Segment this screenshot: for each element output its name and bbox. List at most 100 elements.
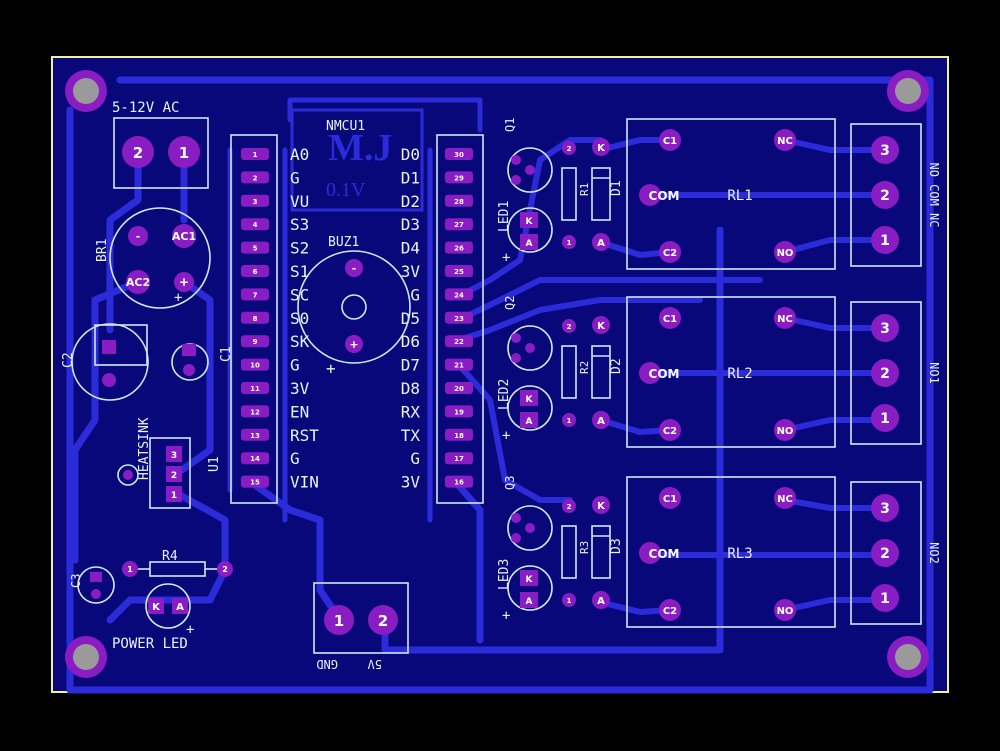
nmcu-pin-label: S1 xyxy=(290,262,309,281)
nmcu-pad xyxy=(241,475,269,488)
terminal-label: NO1 xyxy=(927,362,941,384)
svg-text:+: + xyxy=(349,338,358,351)
svg-text:2: 2 xyxy=(880,546,890,562)
svg-text:K: K xyxy=(526,575,534,585)
nmcu-pad-number: 9 xyxy=(253,338,258,346)
nmcu-pin-label: D5 xyxy=(401,309,420,328)
svg-text:NC: NC xyxy=(777,494,793,505)
nmcu-pin-label: D6 xyxy=(401,332,420,351)
nmcu-pad xyxy=(241,452,269,465)
svg-text:A: A xyxy=(526,597,533,607)
nmcu-pad-number: 6 xyxy=(253,268,258,276)
svg-text:+: + xyxy=(179,275,189,289)
svg-text:0.1V: 0.1V xyxy=(326,179,366,201)
nmcu-pad xyxy=(445,382,473,394)
nmcu-pad xyxy=(241,311,269,324)
svg-text:1: 1 xyxy=(880,233,890,249)
nmcu-pad-number: 13 xyxy=(250,432,260,440)
nmcu-pad xyxy=(445,335,473,348)
nmcu-pad-number: 5 xyxy=(253,245,258,253)
nmcu-pin-label: SK xyxy=(290,332,310,351)
nmcu-pad-number: 4 xyxy=(253,221,258,229)
nmcu-pin-label: G xyxy=(410,449,420,468)
diode-label: D2 xyxy=(609,358,624,374)
svg-text:3: 3 xyxy=(880,321,890,337)
resistor-label: R1 xyxy=(578,183,591,196)
svg-text:-: - xyxy=(352,262,357,275)
nmcu-pin-label: EN xyxy=(290,402,309,421)
svg-text:BUZ1: BUZ1 xyxy=(328,235,359,250)
nmcu-pin-label: 3V xyxy=(290,379,310,398)
relay-label: RL2 xyxy=(727,366,752,382)
nmcu-pin-label: G xyxy=(410,285,420,304)
nmcu-pad xyxy=(241,428,269,441)
mounting-holes xyxy=(65,70,929,678)
diode-label: D1 xyxy=(609,180,624,196)
nmcu-pin-label: D1 xyxy=(401,168,420,187)
svg-text:M.J: M.J xyxy=(328,127,392,169)
nmcu-pin-label: D3 xyxy=(401,215,420,234)
svg-text:1: 1 xyxy=(567,597,572,605)
transistor-label: Q1 xyxy=(503,118,517,132)
svg-text:C1: C1 xyxy=(663,136,677,147)
svg-text:K: K xyxy=(597,501,606,512)
svg-text:+: + xyxy=(326,359,336,378)
nmcu-pin-label: A0 xyxy=(290,145,309,164)
svg-text:POWER LED: POWER LED xyxy=(112,636,188,652)
svg-text:HEATSINK: HEATSINK xyxy=(137,417,152,480)
svg-text:A: A xyxy=(597,596,605,607)
nmcu-pad-number: 10 xyxy=(250,362,260,370)
nmcu-pad-number: 25 xyxy=(454,268,464,276)
svg-text:-: - xyxy=(136,230,141,243)
svg-text:+: + xyxy=(502,608,510,624)
nmcu-pad xyxy=(445,428,473,441)
copper-traces xyxy=(66,76,934,694)
svg-text:NC: NC xyxy=(777,314,793,325)
svg-text:C2: C2 xyxy=(663,606,677,617)
svg-text:C2: C2 xyxy=(663,426,677,437)
nmcu-pin-label: D8 xyxy=(401,379,420,398)
nmcu-pad xyxy=(241,358,269,371)
nmcu-pin-label: VU xyxy=(290,192,309,211)
nmcu-pad xyxy=(445,452,473,465)
svg-text:1: 1 xyxy=(880,591,890,607)
regulator-u1: HEATSINK 3 2 1 U1 xyxy=(117,417,222,509)
svg-text:2: 2 xyxy=(880,366,890,382)
nmcu-pad-number: 29 xyxy=(454,174,464,182)
nmcu-pad-number: 1 xyxy=(253,151,258,159)
resistor-label: R2 xyxy=(578,361,591,374)
buzzer: BUZ1 - + + xyxy=(297,235,411,378)
nmcu-pad-number: 28 xyxy=(454,198,464,206)
terminal-label: NO COM NC xyxy=(927,162,941,227)
nmcu-pin-label: D4 xyxy=(401,239,420,258)
transistor-label: Q2 xyxy=(503,296,517,310)
svg-text:2: 2 xyxy=(133,144,143,162)
svg-text:A: A xyxy=(597,416,605,427)
svg-text:AC2: AC2 xyxy=(126,276,150,289)
svg-text:2: 2 xyxy=(222,565,228,574)
svg-text:+: + xyxy=(174,290,182,306)
nmcu-pad xyxy=(445,241,473,254)
nmcu-pad-number: 2 xyxy=(253,174,258,182)
svg-text:BR1: BR1 xyxy=(95,239,110,262)
nmcu-pad-number: 7 xyxy=(253,291,258,299)
svg-text:NO: NO xyxy=(777,426,794,437)
svg-text:C2: C2 xyxy=(663,248,677,259)
nmcu-pad xyxy=(445,194,473,207)
input-terminal: 5-12V AC 2 1 xyxy=(112,100,209,189)
power-led-section: R4 1 2 C3 K A + POWER LED xyxy=(69,549,233,652)
svg-text:2: 2 xyxy=(567,145,572,153)
svg-text:1: 1 xyxy=(880,411,890,427)
svg-text:2: 2 xyxy=(880,188,890,204)
svg-text:1: 1 xyxy=(127,565,133,574)
nmcu-pad-number: 18 xyxy=(454,432,464,440)
diode-label: D3 xyxy=(609,538,624,554)
nmcu-pad xyxy=(241,335,269,348)
nmcu-pin-label: 3V xyxy=(401,473,421,492)
nmcu-pin-label: 3V xyxy=(401,262,421,281)
